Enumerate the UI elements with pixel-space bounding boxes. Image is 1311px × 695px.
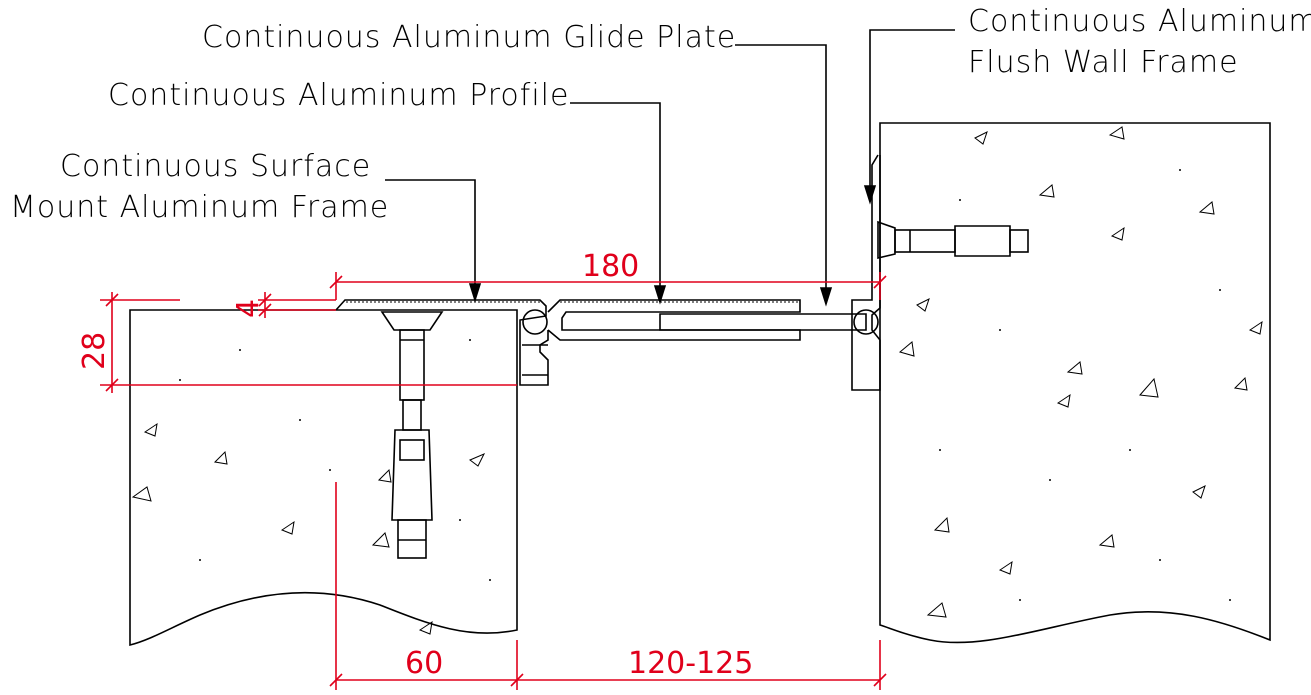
left-frame-keyway (522, 344, 548, 376)
right-frame-lobe (853, 309, 879, 335)
label-glide-plate: Continuous Aluminum Glide Plate (202, 20, 736, 55)
label-surface-frame-line1: Continuous Surface (60, 149, 371, 184)
dimension-lines (100, 272, 887, 690)
concrete-aggregate-marks (131, 126, 1263, 635)
leader-lines (385, 29, 955, 307)
left-concrete-slab (129, 309, 518, 647)
dim-plate-thickness: 4 (231, 299, 266, 318)
dim-depth: 28 (77, 332, 112, 370)
label-surface-frame-line2: Mount Aluminum Frame (10, 190, 389, 225)
dim-joint-gap: 120-125 (628, 646, 753, 681)
dim-anchor-offset: 60 (405, 646, 443, 681)
label-flush-frame-line2: Flush Wall Frame (968, 45, 1239, 80)
dim-overall-width: 180 (582, 249, 639, 284)
left-frame-lobe (522, 309, 548, 335)
right-concrete-slab (879, 122, 1271, 644)
flush-wall-frame (851, 154, 881, 391)
right-anchor-bolt (877, 220, 1029, 260)
glide-plate (659, 313, 867, 331)
concrete-sand-dots (179, 169, 1231, 601)
label-flush-frame-line1: Continuous Aluminum (968, 4, 1311, 39)
left-anchor-bolt (380, 311, 444, 559)
aluminum-profile (547, 299, 801, 341)
label-profile: Continuous Aluminum Profile (108, 78, 569, 113)
